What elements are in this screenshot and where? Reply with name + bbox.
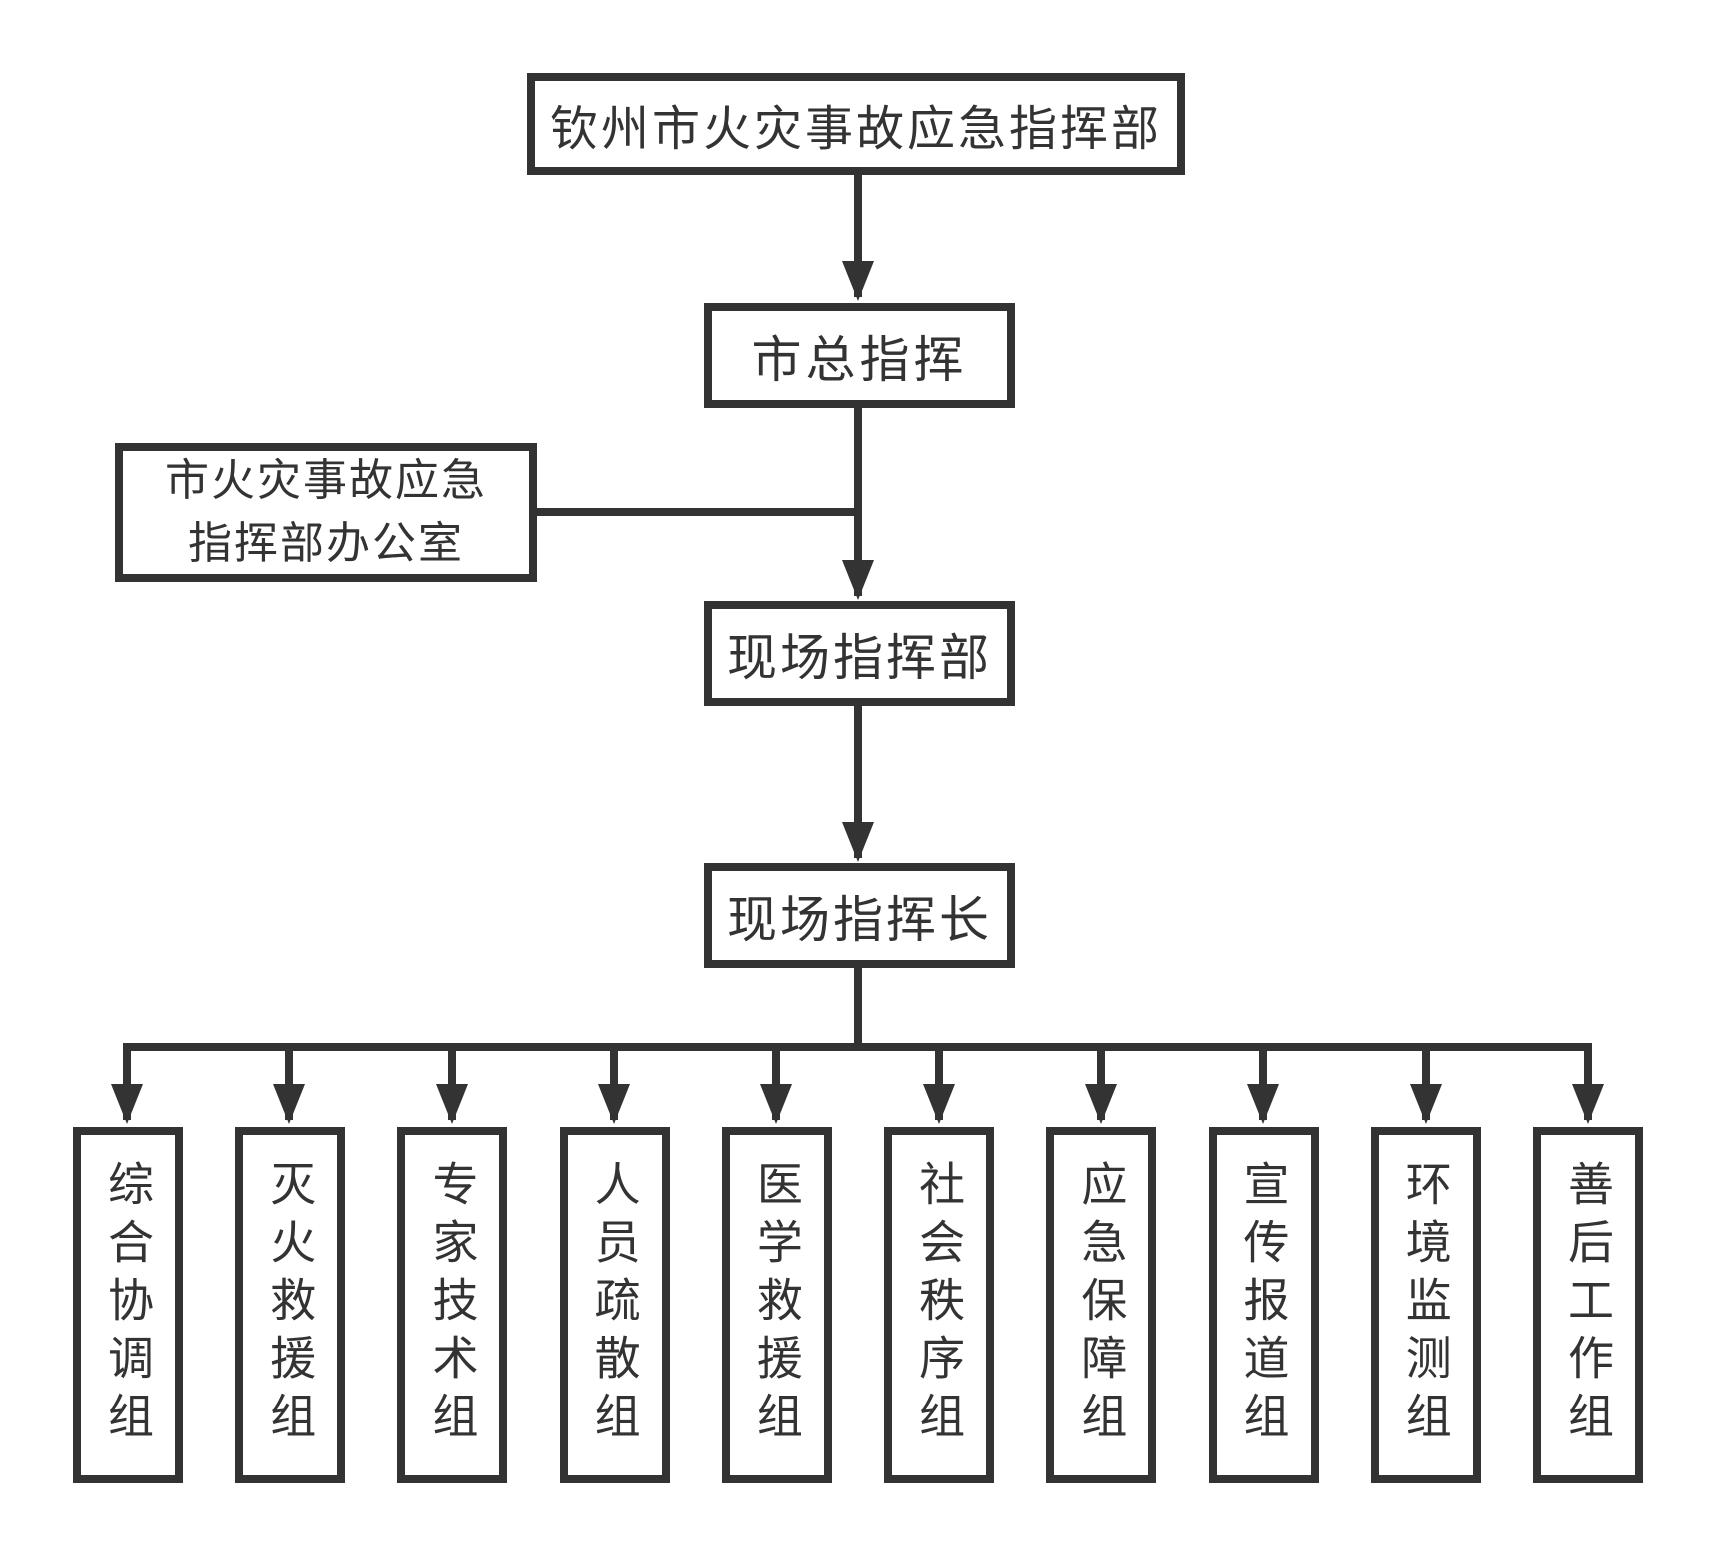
group-label: 应急保障组 <box>1075 1160 1128 1450</box>
group-box: 专家技术组 <box>397 1127 508 1483</box>
groups-row: 综合协调组 灭火救援组 专家技术组 人员疏散组 医学救援组 社会秩序组 应急保障… <box>73 1127 1643 1483</box>
group-label: 医学救援组 <box>750 1160 803 1450</box>
node-office-label-line1: 市火灾事故应急 <box>165 456 487 506</box>
node-office: 市火灾事故应急 指挥部办公室 <box>115 443 537 582</box>
node-root-label: 钦州市火灾事故应急指挥部 <box>549 103 1162 156</box>
group-label: 综合协调组 <box>102 1160 154 1450</box>
group-label: 善后工作组 <box>1561 1160 1614 1450</box>
group-box: 人员疏散组 <box>559 1127 670 1483</box>
group-label: 社会秩序组 <box>913 1160 966 1450</box>
node-site-chief-label: 现场指挥长 <box>727 891 992 948</box>
node-site-hq: 现场指挥部 <box>704 601 1015 706</box>
group-label: 环境监测组 <box>1399 1160 1452 1450</box>
group-box: 医学救援组 <box>721 1127 832 1483</box>
group-box: 综合协调组 <box>73 1127 183 1483</box>
group-box: 宣传报道组 <box>1208 1127 1319 1483</box>
group-label: 专家技术组 <box>426 1160 479 1450</box>
node-city-commander: 市总指挥 <box>704 303 1015 408</box>
group-label: 宣传报道组 <box>1237 1160 1290 1450</box>
node-site-chief: 现场指挥长 <box>704 863 1015 968</box>
group-label: 灭火救援组 <box>264 1160 317 1450</box>
group-box: 应急保障组 <box>1046 1127 1157 1483</box>
group-box: 社会秩序组 <box>884 1127 995 1483</box>
node-site-hq-label: 现场指挥部 <box>727 629 992 686</box>
node-office-label-line2: 指挥部办公室 <box>188 518 464 568</box>
group-label: 人员疏散组 <box>588 1160 641 1450</box>
group-box: 环境监测组 <box>1370 1127 1481 1483</box>
group-box: 灭火救援组 <box>235 1127 346 1483</box>
node-root: 钦州市火灾事故应急指挥部 <box>527 73 1185 175</box>
node-city-commander-label: 市总指挥 <box>751 331 968 388</box>
group-box: 善后工作组 <box>1532 1127 1643 1483</box>
